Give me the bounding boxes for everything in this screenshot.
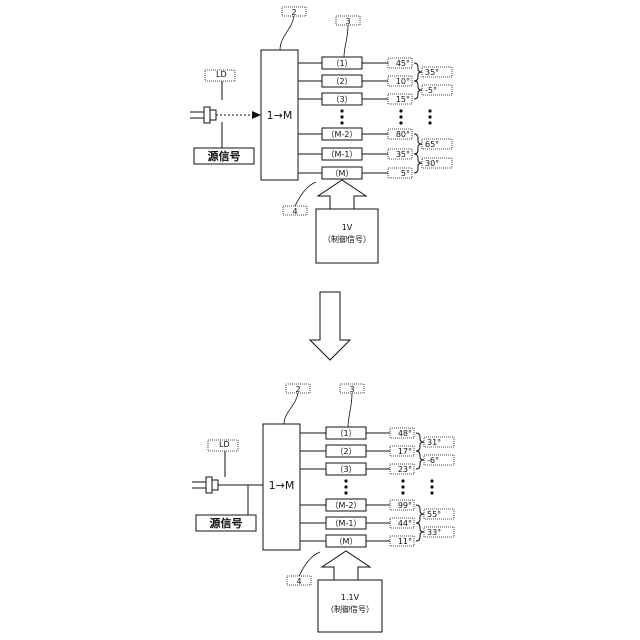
difference-value: 31°: [427, 438, 441, 447]
ref-2-leader: [284, 393, 298, 424]
channel-row-2: （2） 17°: [300, 445, 414, 457]
ref-4-label: 4: [296, 577, 301, 586]
control-caption: （制御信号）: [323, 234, 371, 244]
channel-label: （M-2）: [327, 130, 358, 139]
ref-3-leader: [344, 25, 348, 57]
channel-label: （M-2）: [331, 501, 362, 510]
channel-row-m-2: （M-2） 80°: [298, 128, 412, 140]
laser-diode-icon: [190, 107, 216, 123]
channel-angle: 5°: [401, 169, 410, 178]
ref-2-label: 2: [295, 385, 300, 394]
channel-angle: 44°: [398, 519, 412, 528]
channel-angle: 23°: [398, 465, 412, 474]
channel-label: （1）: [335, 429, 356, 438]
panel-bottom: LD 源信号 1→M 2 3 4: [192, 384, 454, 632]
channel-label: （2）: [331, 77, 352, 86]
splitter-label: 1→M: [267, 109, 293, 122]
channel-angle: 80°: [396, 130, 410, 139]
ref-3-label: 3: [345, 17, 350, 26]
brace-icon: [416, 505, 424, 523]
channel-row-m-1: （M-1） 35°: [298, 148, 412, 160]
difference-value: 33°: [427, 528, 441, 537]
channel-label: （M-1）: [331, 519, 362, 528]
splitter-label: 1→M: [269, 479, 295, 492]
ellipsis-channel: [344, 479, 347, 494]
channel-row-2: （2） 10°: [298, 75, 412, 87]
difference-value: 55°: [427, 510, 441, 519]
difference-value: 65°: [425, 140, 439, 149]
arrow-down-icon: [310, 292, 350, 360]
ref-4-label: 4: [292, 207, 297, 216]
channel-row-m: （M） 5°: [298, 167, 412, 179]
brace-icon: [414, 63, 422, 81]
ld-label: LD: [216, 70, 227, 79]
ellipsis-channel: [340, 109, 343, 124]
channel-label: （2）: [335, 447, 356, 456]
ellipsis-difference: [430, 479, 433, 494]
arrow-right-icon: [252, 111, 261, 119]
channel-row-1: （1） 48°: [300, 427, 414, 439]
ellipsis-difference: [428, 109, 431, 124]
laser-diode-icon: [192, 477, 218, 493]
ref-4-leader: [295, 182, 316, 206]
arrow-up-icon: [322, 551, 370, 580]
channel-angle: 10°: [396, 77, 410, 86]
channel-label: （M-1）: [327, 150, 358, 159]
channel-angle: 17°: [398, 447, 412, 456]
channel-row-m: （M） 11°: [300, 535, 414, 547]
channel-angle: 35°: [396, 150, 410, 159]
channel-label: （M）: [331, 169, 354, 178]
ld-label: LD: [219, 440, 230, 449]
ref-3-leader: [348, 393, 352, 427]
difference-value: 35°: [425, 68, 439, 77]
panel-top: LD 源信号 1→M 2 3 4: [190, 7, 452, 263]
channel-angle: 45°: [396, 59, 410, 68]
channel-label: （1）: [331, 59, 352, 68]
brace-icon: [414, 81, 422, 99]
channel-angle: 48°: [398, 429, 412, 438]
channel-row-1: （1） 45°: [298, 57, 412, 69]
difference-value: -5°: [425, 86, 437, 95]
channel-label: （M）: [335, 537, 358, 546]
channel-row-m-1: （M-1） 44°: [300, 517, 414, 529]
control-voltage: 1V: [342, 223, 353, 232]
channel-row-3: （3） 23°: [300, 463, 414, 475]
ellipsis-angle: [399, 109, 402, 124]
channel-label: （3）: [335, 465, 356, 474]
brace-icon: [416, 451, 424, 469]
ellipsis-angle: [401, 479, 404, 494]
control-voltage: 1.1V: [341, 593, 360, 602]
channel-angle: 11°: [398, 537, 412, 546]
channel-angle: 15°: [396, 95, 410, 104]
source-signal-label: 源信号: [210, 516, 243, 530]
control-caption: （制御信号）: [326, 604, 374, 614]
arrow-up-icon: [318, 180, 366, 209]
brace-icon: [416, 433, 424, 451]
channel-row-m-2: （M-2） 99°: [300, 499, 414, 511]
brace-icon: [414, 154, 422, 173]
channel-row-3: （3） 15°: [298, 93, 412, 105]
ref-2-label: 2: [291, 8, 296, 17]
difference-value: 30°: [425, 159, 439, 168]
channel-label: （3）: [331, 95, 352, 104]
source-signal-label: 源信号: [208, 149, 241, 163]
channel-angle: 99°: [398, 501, 412, 510]
brace-icon: [414, 134, 422, 154]
ref-2-leader: [280, 16, 294, 50]
brace-icon: [416, 523, 424, 541]
ref-3-label: 3: [349, 385, 354, 394]
ref-4-leader: [299, 552, 320, 576]
difference-value: -6°: [427, 456, 439, 465]
